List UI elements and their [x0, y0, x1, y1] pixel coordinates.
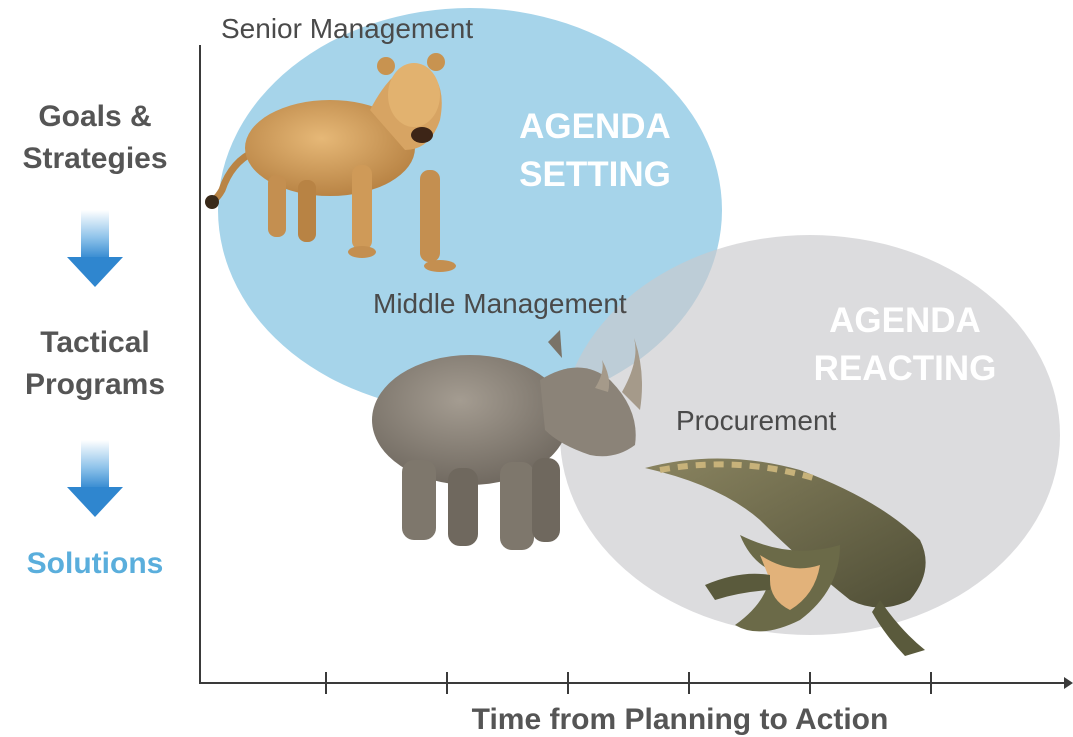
level-tactical-programs: Tactical Programs [24, 326, 166, 401]
procurement-label: Procurement [676, 405, 837, 436]
lioness-image [205, 53, 456, 272]
middle-management-label: Middle Management [373, 288, 627, 319]
down-arrow-icon [67, 440, 123, 517]
senior-management-label: Senior Management [221, 13, 474, 44]
agenda-reacting-ellipse [560, 235, 1060, 635]
crocodile-image [645, 458, 926, 656]
x-axis-arrowhead [1064, 677, 1073, 689]
agenda-reacting-title: AGENDA REACTING [813, 301, 997, 388]
x-axis-ticks [325, 672, 932, 694]
rhinoceros-image [372, 330, 642, 550]
down-arrow-icon [67, 210, 123, 287]
level-solutions: Solutions [26, 547, 164, 580]
agenda-setting-title: AGENDA SETTING [519, 107, 671, 194]
x-axis-title: Time from Planning to Action [471, 703, 889, 736]
level-goals-strategies: Goals & Strategies [22, 100, 168, 175]
